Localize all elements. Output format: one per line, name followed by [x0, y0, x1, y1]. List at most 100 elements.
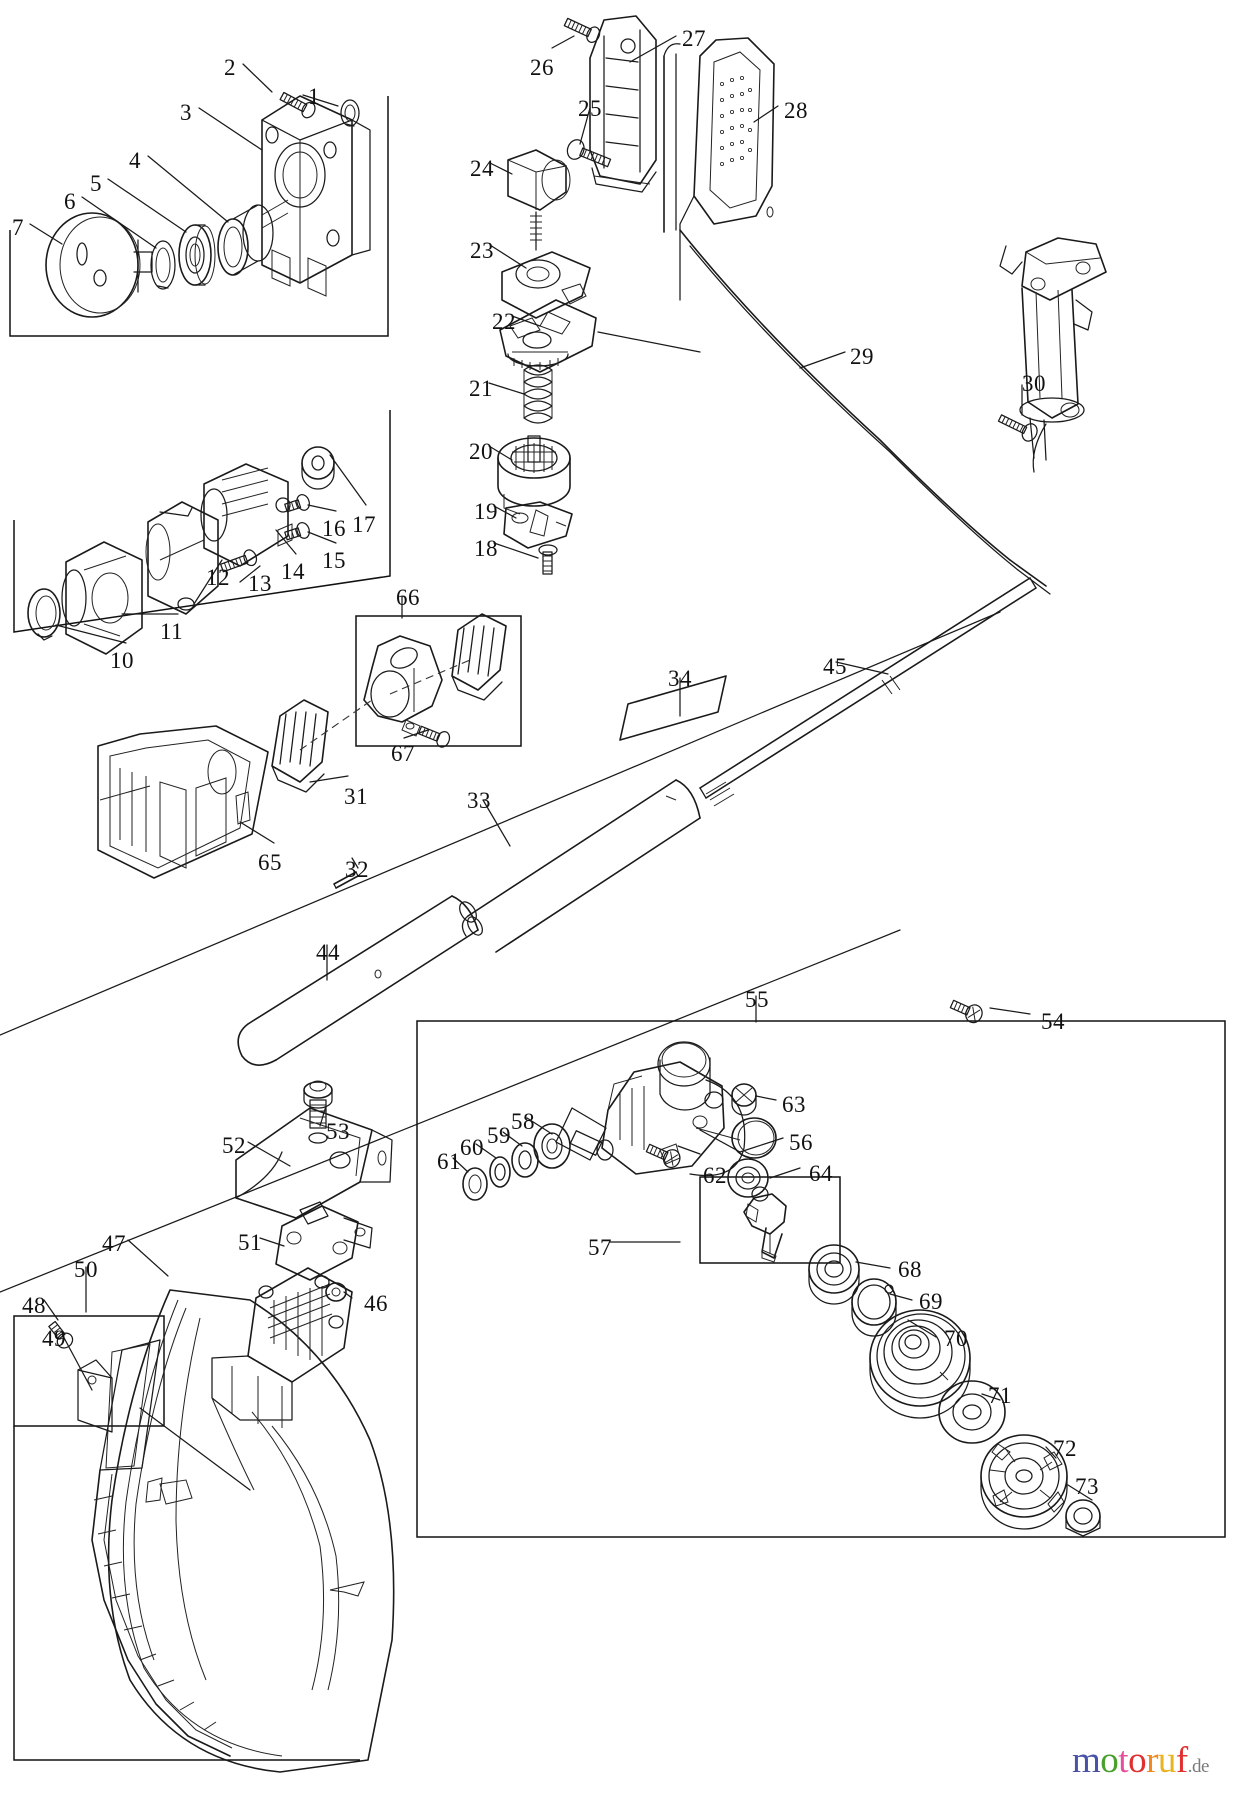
callout-12: 12 — [206, 565, 230, 590]
leader-5 — [107, 178, 187, 233]
part-15-bolt — [284, 521, 310, 541]
part-65-engine-cover — [97, 725, 269, 879]
callout-1: 1 — [308, 84, 320, 109]
watermark-letter-o1: o — [1100, 1740, 1119, 1781]
group-frame-clutch — [9, 96, 389, 337]
watermark-letter-m: m — [1072, 1740, 1101, 1781]
callout-47: 47 — [102, 1231, 126, 1256]
leader-25 — [579, 107, 591, 145]
leader-63 — [755, 1095, 777, 1101]
callout-21: 21 — [469, 376, 493, 401]
part-31-clamp — [271, 699, 329, 793]
leader-6 — [81, 196, 157, 249]
part-5-ball-bearing — [178, 224, 216, 286]
leader-22-to-handle — [597, 331, 701, 353]
callout-20: 20 — [469, 439, 493, 464]
group-frame-guard — [13, 1426, 360, 1761]
leader-17 — [329, 454, 367, 506]
callout-10: 10 — [110, 648, 134, 673]
leader-49b — [139, 1407, 251, 1491]
part-45-inner-shaft — [699, 577, 1037, 807]
part-49-guard-blade-strip — [91, 1339, 233, 1757]
group-frame-gearcase — [416, 1020, 1226, 1538]
leader-46 — [343, 1291, 353, 1299]
part-66b-clamp-mate — [451, 613, 507, 701]
callout-13: 13 — [248, 571, 272, 596]
leader-54 — [989, 1007, 1031, 1015]
leader-7 — [29, 223, 63, 245]
callout-14: 14 — [281, 559, 305, 584]
leader-69 — [889, 1293, 913, 1301]
callout-33: 33 — [467, 788, 491, 813]
part-1-clip — [340, 99, 360, 127]
callout-66: 66 — [396, 585, 420, 610]
leader-13 — [239, 565, 261, 583]
callout-28: 28 — [784, 98, 808, 123]
part-44-lower-tube — [237, 895, 479, 1066]
callout-29: 29 — [850, 344, 874, 369]
leader-3 — [198, 107, 263, 151]
leader-18 — [493, 542, 539, 559]
part-64-bearing — [727, 1158, 769, 1198]
callout-72: 72 — [1053, 1436, 1077, 1461]
callout-57: 57 — [588, 1235, 612, 1260]
separator-diagonal-1 — [0, 611, 1001, 1036]
part-61-seal — [462, 1167, 488, 1201]
part-33-upper-tube — [461, 779, 701, 953]
leader-49 — [61, 1333, 93, 1391]
callout-30: 30 — [1022, 371, 1046, 396]
part-52-clamp-cover — [235, 1107, 393, 1219]
part-6-snap-ring — [150, 240, 176, 290]
leader-33 — [482, 799, 511, 847]
part-58-bearing — [533, 1123, 571, 1169]
callout-63: 63 — [782, 1092, 806, 1117]
leader-64 — [769, 1167, 801, 1179]
callout-65: 65 — [258, 850, 282, 875]
leader-53 — [319, 1105, 327, 1127]
part-17-bushing — [301, 446, 335, 490]
watermark-motoruf: motoruf.de — [1072, 1742, 1209, 1785]
callout-11: 11 — [160, 619, 184, 644]
part-11-coupling-cover — [61, 541, 143, 655]
callout-71: 71 — [988, 1383, 1012, 1408]
leader-21 — [488, 382, 525, 395]
part-73-nut — [1065, 1499, 1101, 1537]
part-66-clamp-body — [363, 635, 443, 737]
leader-72 — [1045, 1446, 1057, 1459]
callout-7: 7 — [12, 215, 24, 240]
leader-58 — [526, 1117, 553, 1135]
leader-23 — [489, 244, 527, 269]
callout-69: 69 — [919, 1289, 943, 1314]
leader-10 — [55, 624, 127, 644]
callout-49: 49 — [42, 1326, 66, 1351]
callout-52: 52 — [222, 1133, 246, 1158]
part-46-gear-plate — [211, 1267, 353, 1491]
callout-26: 26 — [530, 55, 554, 80]
watermark-letter-o2: o — [1128, 1740, 1147, 1781]
callout-53: 53 — [326, 1119, 350, 1144]
leader-26 — [551, 35, 575, 49]
part-29-loop-handle-bar — [663, 43, 1051, 595]
part-69-snap-ring — [851, 1278, 897, 1337]
part-4-bearing-sleeve — [217, 204, 274, 276]
leader-47 — [127, 1239, 169, 1277]
part-21-spring — [523, 364, 553, 424]
assembly-axis-31 — [299, 699, 373, 751]
callout-2: 2 — [224, 55, 236, 80]
part-19-trigger — [503, 501, 573, 549]
part-57-spindle-detail — [743, 1186, 787, 1263]
callout-18: 18 — [474, 536, 498, 561]
callout-32: 32 — [345, 857, 369, 882]
callout-56: 56 — [789, 1130, 813, 1155]
callout-46: 46 — [364, 1291, 388, 1316]
part-57-shaft-spacer — [555, 1107, 614, 1161]
part-71-washer — [938, 1380, 1006, 1444]
callout-50: 50 — [74, 1257, 98, 1282]
part-25-screw — [566, 139, 612, 168]
callout-59: 59 — [487, 1123, 511, 1148]
leader-60 — [475, 1143, 497, 1159]
part-20-throttle-drum — [497, 435, 571, 515]
leader-19 — [493, 505, 517, 519]
callout-31: 31 — [344, 784, 368, 809]
leader-56 — [699, 1129, 784, 1153]
